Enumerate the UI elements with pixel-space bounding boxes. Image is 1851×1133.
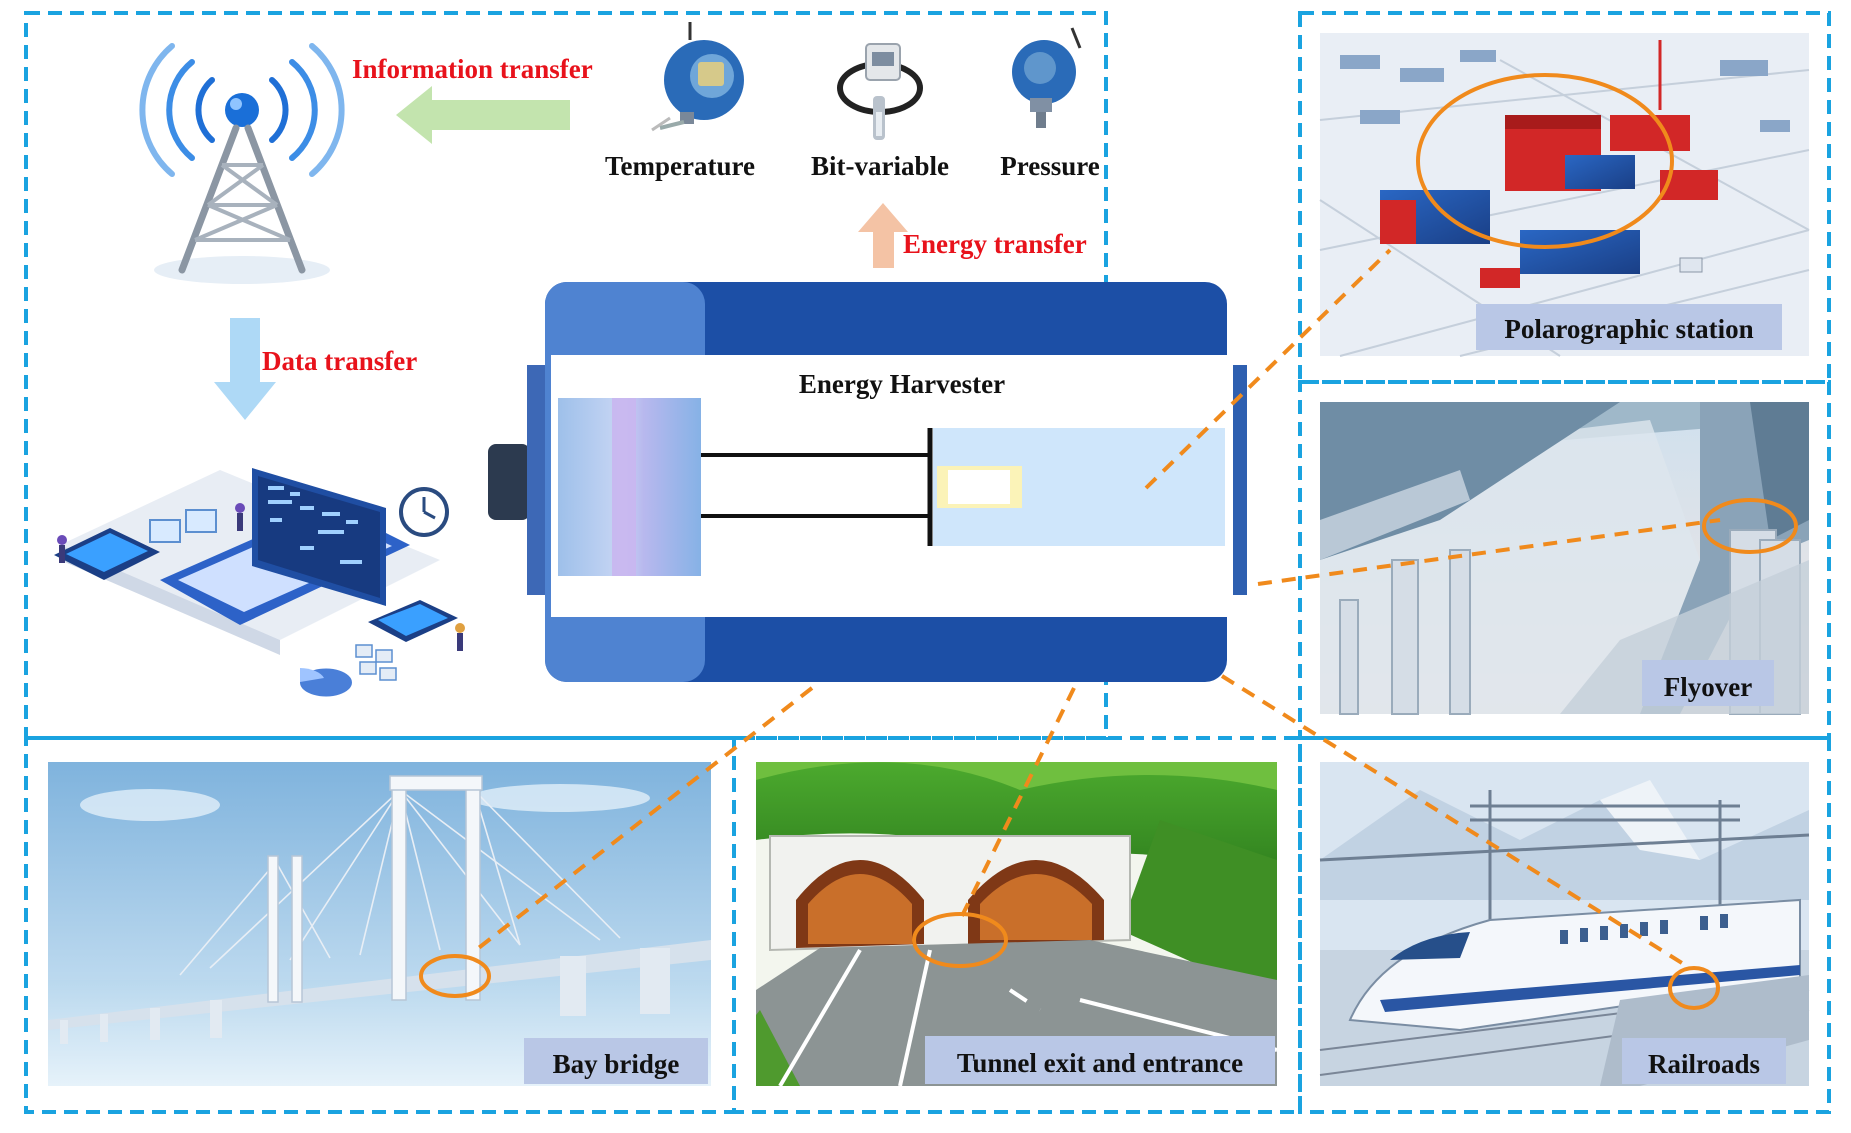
temperature-sensor-icon: [651, 22, 744, 132]
frame-polar-station: [1298, 11, 1831, 384]
callout-tunnel: [958, 687, 1076, 921]
railroads-image: [1319, 762, 1810, 1086]
tunnel-image: [756, 762, 1278, 1088]
callout-flyover: [1257, 518, 1721, 586]
callout-polar-station: [1144, 248, 1392, 490]
data-transfer-arrow: [214, 318, 276, 420]
energy-harvester-label: Energy Harvester: [799, 369, 1005, 399]
flyover-image: [1320, 402, 1809, 715]
frame-railroads: [1298, 736, 1831, 1114]
sensor-label-bit-variable: Bit-variable: [811, 151, 949, 181]
energy-transfer-arrow: [858, 203, 908, 268]
pressure-sensor-icon: [1012, 27, 1082, 128]
sensor-label-temperature: Temperature: [605, 151, 755, 181]
caption-tunnel: Tunnel exit and entrance: [957, 1048, 1243, 1078]
bay-bridge-image: [48, 762, 711, 1086]
information-transfer-label: Information transfer: [352, 54, 593, 84]
data-transfer-label: Data transfer: [262, 346, 417, 376]
callout-lines: [474, 248, 1721, 970]
caption-polar-station: Polarographic station: [1504, 314, 1753, 344]
caption-bay-bridge: Bay bridge: [553, 1049, 680, 1079]
caption-railroads: Railroads: [1648, 1049, 1760, 1079]
data-center-laptop-icon: [54, 468, 465, 697]
signal-tower-icon: [139, 43, 345, 284]
sensor-label-pressure: Pressure: [1000, 151, 1099, 181]
frame-bay-bridge: [24, 736, 736, 1114]
polar-station-image: [1319, 33, 1810, 357]
dashed-frames: [24, 11, 1831, 1114]
energy-harvester: [488, 282, 1247, 682]
caption-flyover: Flyover: [1664, 672, 1752, 702]
callout-railroads: [1220, 674, 1692, 970]
energy-transfer-label: Energy transfer: [903, 229, 1087, 259]
information-transfer-arrow: [396, 86, 570, 144]
displacement-sensor-icon: [837, 43, 923, 140]
